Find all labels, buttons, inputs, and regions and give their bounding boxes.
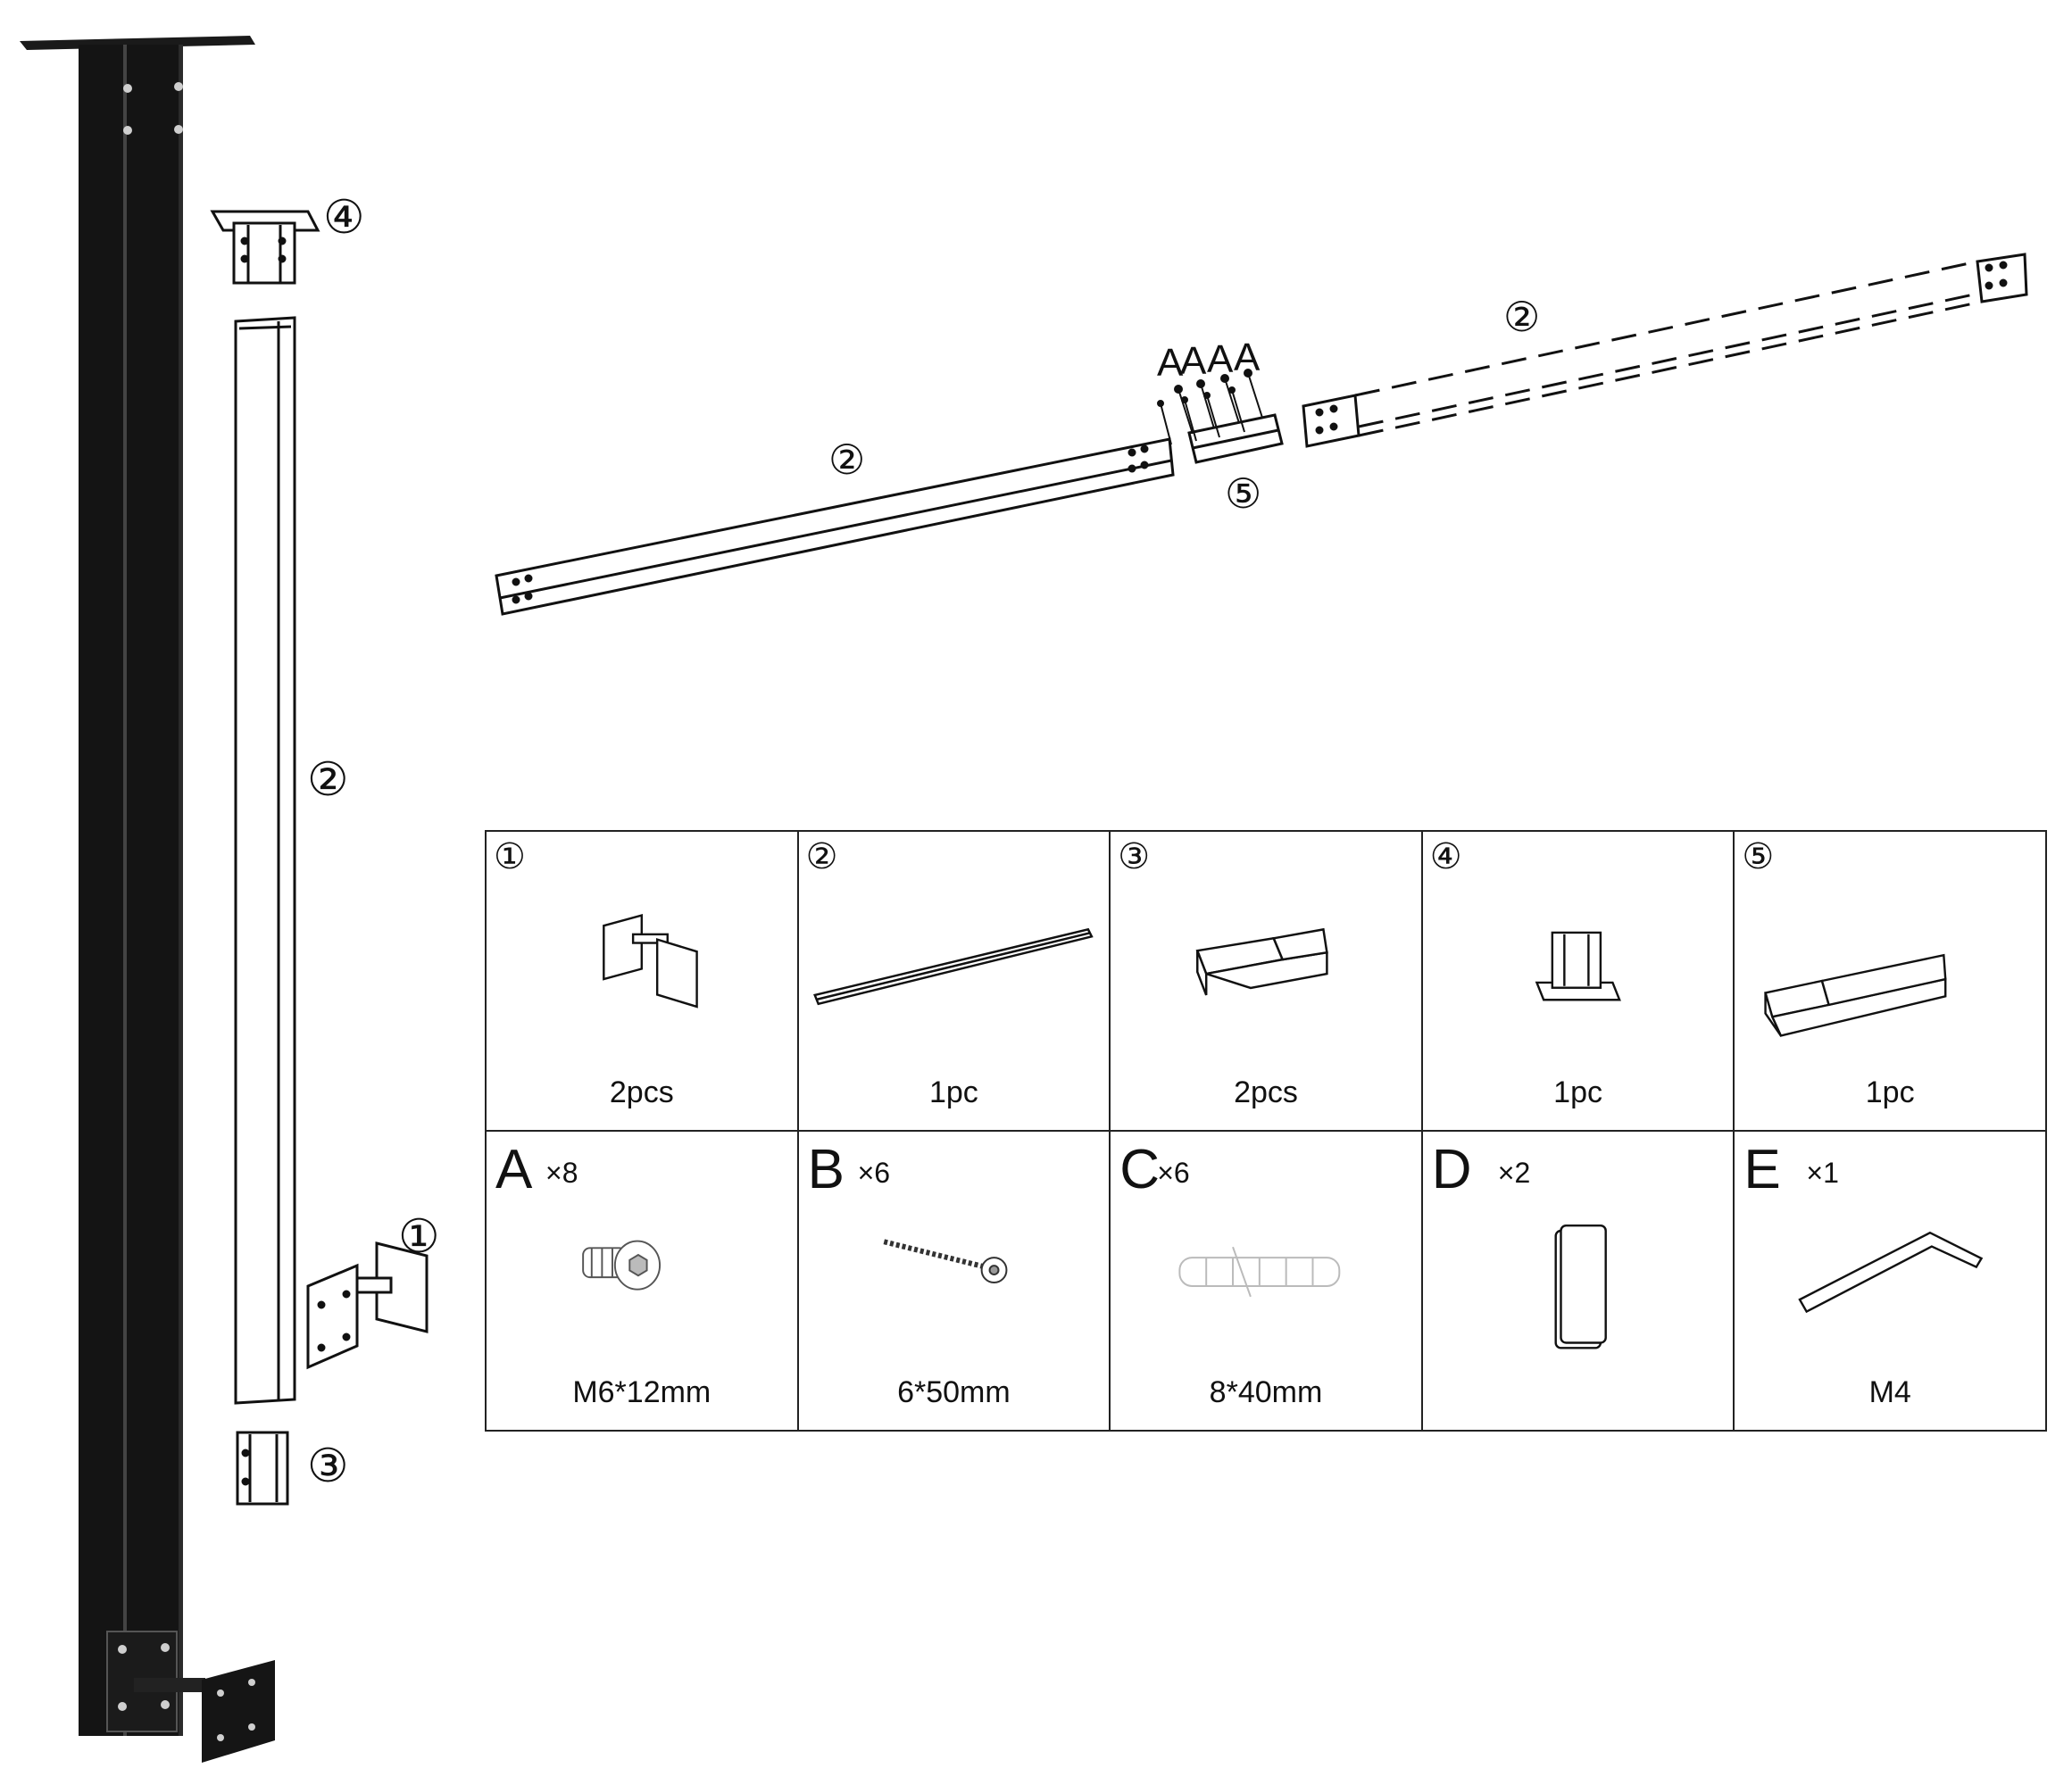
post-wall-plate xyxy=(202,1660,275,1763)
wall-mount-bracket-icon xyxy=(603,914,698,1009)
hardware-cell: D ×2 xyxy=(1420,1130,1735,1432)
horizontal-rail-left xyxy=(495,437,1175,616)
callout-wall-mount: ① xyxy=(398,1210,440,1264)
wall-mount-bracket-part xyxy=(306,1241,429,1370)
hardware-letter: A xyxy=(495,1139,533,1200)
part-number: ⑤ xyxy=(1742,836,1775,877)
part-cell: ⑤ 1pc xyxy=(1733,830,2047,1132)
hardware-spec: M6*12mm xyxy=(572,1375,711,1409)
numbered-parts-row: ① 2pcs ② 1pc xyxy=(485,830,2047,1132)
rail-channel-icon xyxy=(812,927,1094,1006)
screw-label: A xyxy=(1207,337,1234,381)
part-number: ③ xyxy=(1118,836,1151,877)
u-bracket-part xyxy=(236,1431,289,1506)
part-quantity: 1pc xyxy=(1553,1075,1602,1109)
part-cell: ④ 1pc xyxy=(1420,830,1735,1132)
part-quantity: 2pcs xyxy=(1234,1075,1298,1109)
callout-rail-connector: ⑤ xyxy=(1225,469,1262,518)
parts-list-table: ① 2pcs ② 1pc xyxy=(485,830,2047,1432)
horizontal-rail-right-dashed xyxy=(1302,253,2028,448)
wall-anchor-icon xyxy=(1178,1246,1341,1298)
post-assembly xyxy=(20,36,275,1763)
hardware-multiplier: ×8 xyxy=(545,1157,578,1189)
screw-label: A xyxy=(1180,339,1207,383)
hardware-spec: 8*40mm xyxy=(1209,1375,1323,1409)
end-cap-icon xyxy=(1554,1224,1607,1349)
screw-label: A xyxy=(1157,341,1184,385)
callout-vertical-rail: ② xyxy=(307,753,349,807)
hardware-spec: M4 xyxy=(1868,1375,1911,1409)
flange-bracket-icon xyxy=(1535,931,1621,1001)
hardware-letter: B xyxy=(807,1139,845,1200)
part-cell: ① 2pcs xyxy=(485,830,799,1132)
hardware-multiplier: ×6 xyxy=(857,1157,891,1189)
part-number: ① xyxy=(494,836,526,877)
part-quantity: 1pc xyxy=(1865,1075,1915,1109)
screw-label: A xyxy=(1234,336,1261,379)
hex-socket-bolt-icon xyxy=(582,1240,662,1291)
hardware-letter: C xyxy=(1119,1139,1160,1200)
hardware-letter: D xyxy=(1431,1139,1472,1200)
screws-A xyxy=(1157,369,1263,445)
hardware-cell: E ×1 M4 xyxy=(1733,1130,2047,1432)
vertical-rail-part xyxy=(234,316,296,1405)
part-cell: ③ 2pcs xyxy=(1109,830,1423,1132)
rail-connector-part xyxy=(1187,413,1284,464)
hardware-cell: C ×6 8*40mm xyxy=(1109,1130,1423,1432)
flange-bracket-part xyxy=(210,210,320,285)
part-cell: ② 1pc xyxy=(796,830,1111,1132)
callout-rail-left: ② xyxy=(828,436,866,484)
hardware-multiplier: ×6 xyxy=(1157,1157,1190,1189)
wood-screw-icon xyxy=(883,1239,1008,1283)
part-number: ④ xyxy=(1429,836,1462,877)
post-top-bolts xyxy=(123,82,183,135)
hardware-cell: B ×6 6*50mm xyxy=(796,1130,1111,1432)
hardware-letter: E xyxy=(1743,1139,1781,1200)
callout-u-bracket: ③ xyxy=(307,1440,349,1493)
u-bracket-small-icon xyxy=(1195,927,1328,996)
part-quantity: 1pc xyxy=(928,1075,978,1109)
part-quantity: 2pcs xyxy=(609,1075,674,1109)
hardware-multiplier: ×1 xyxy=(1806,1157,1839,1189)
hardware-cell: A ×8 M6*12mm xyxy=(485,1130,799,1432)
post-wall-arm xyxy=(134,1678,205,1692)
callout-rail-right: ② xyxy=(1503,293,1541,341)
part-number: ② xyxy=(805,836,838,877)
hardware-multiplier: ×2 xyxy=(1497,1157,1531,1189)
allen-key-icon xyxy=(1798,1231,1984,1314)
hardware-row: A ×8 M6*12mm B ×6 xyxy=(485,1130,2047,1432)
post-body xyxy=(79,45,182,1736)
hardware-spec: 6*50mm xyxy=(897,1375,1011,1409)
callout-flange-bracket: ④ xyxy=(323,191,365,245)
u-channel-connector-icon xyxy=(1764,953,1947,1037)
